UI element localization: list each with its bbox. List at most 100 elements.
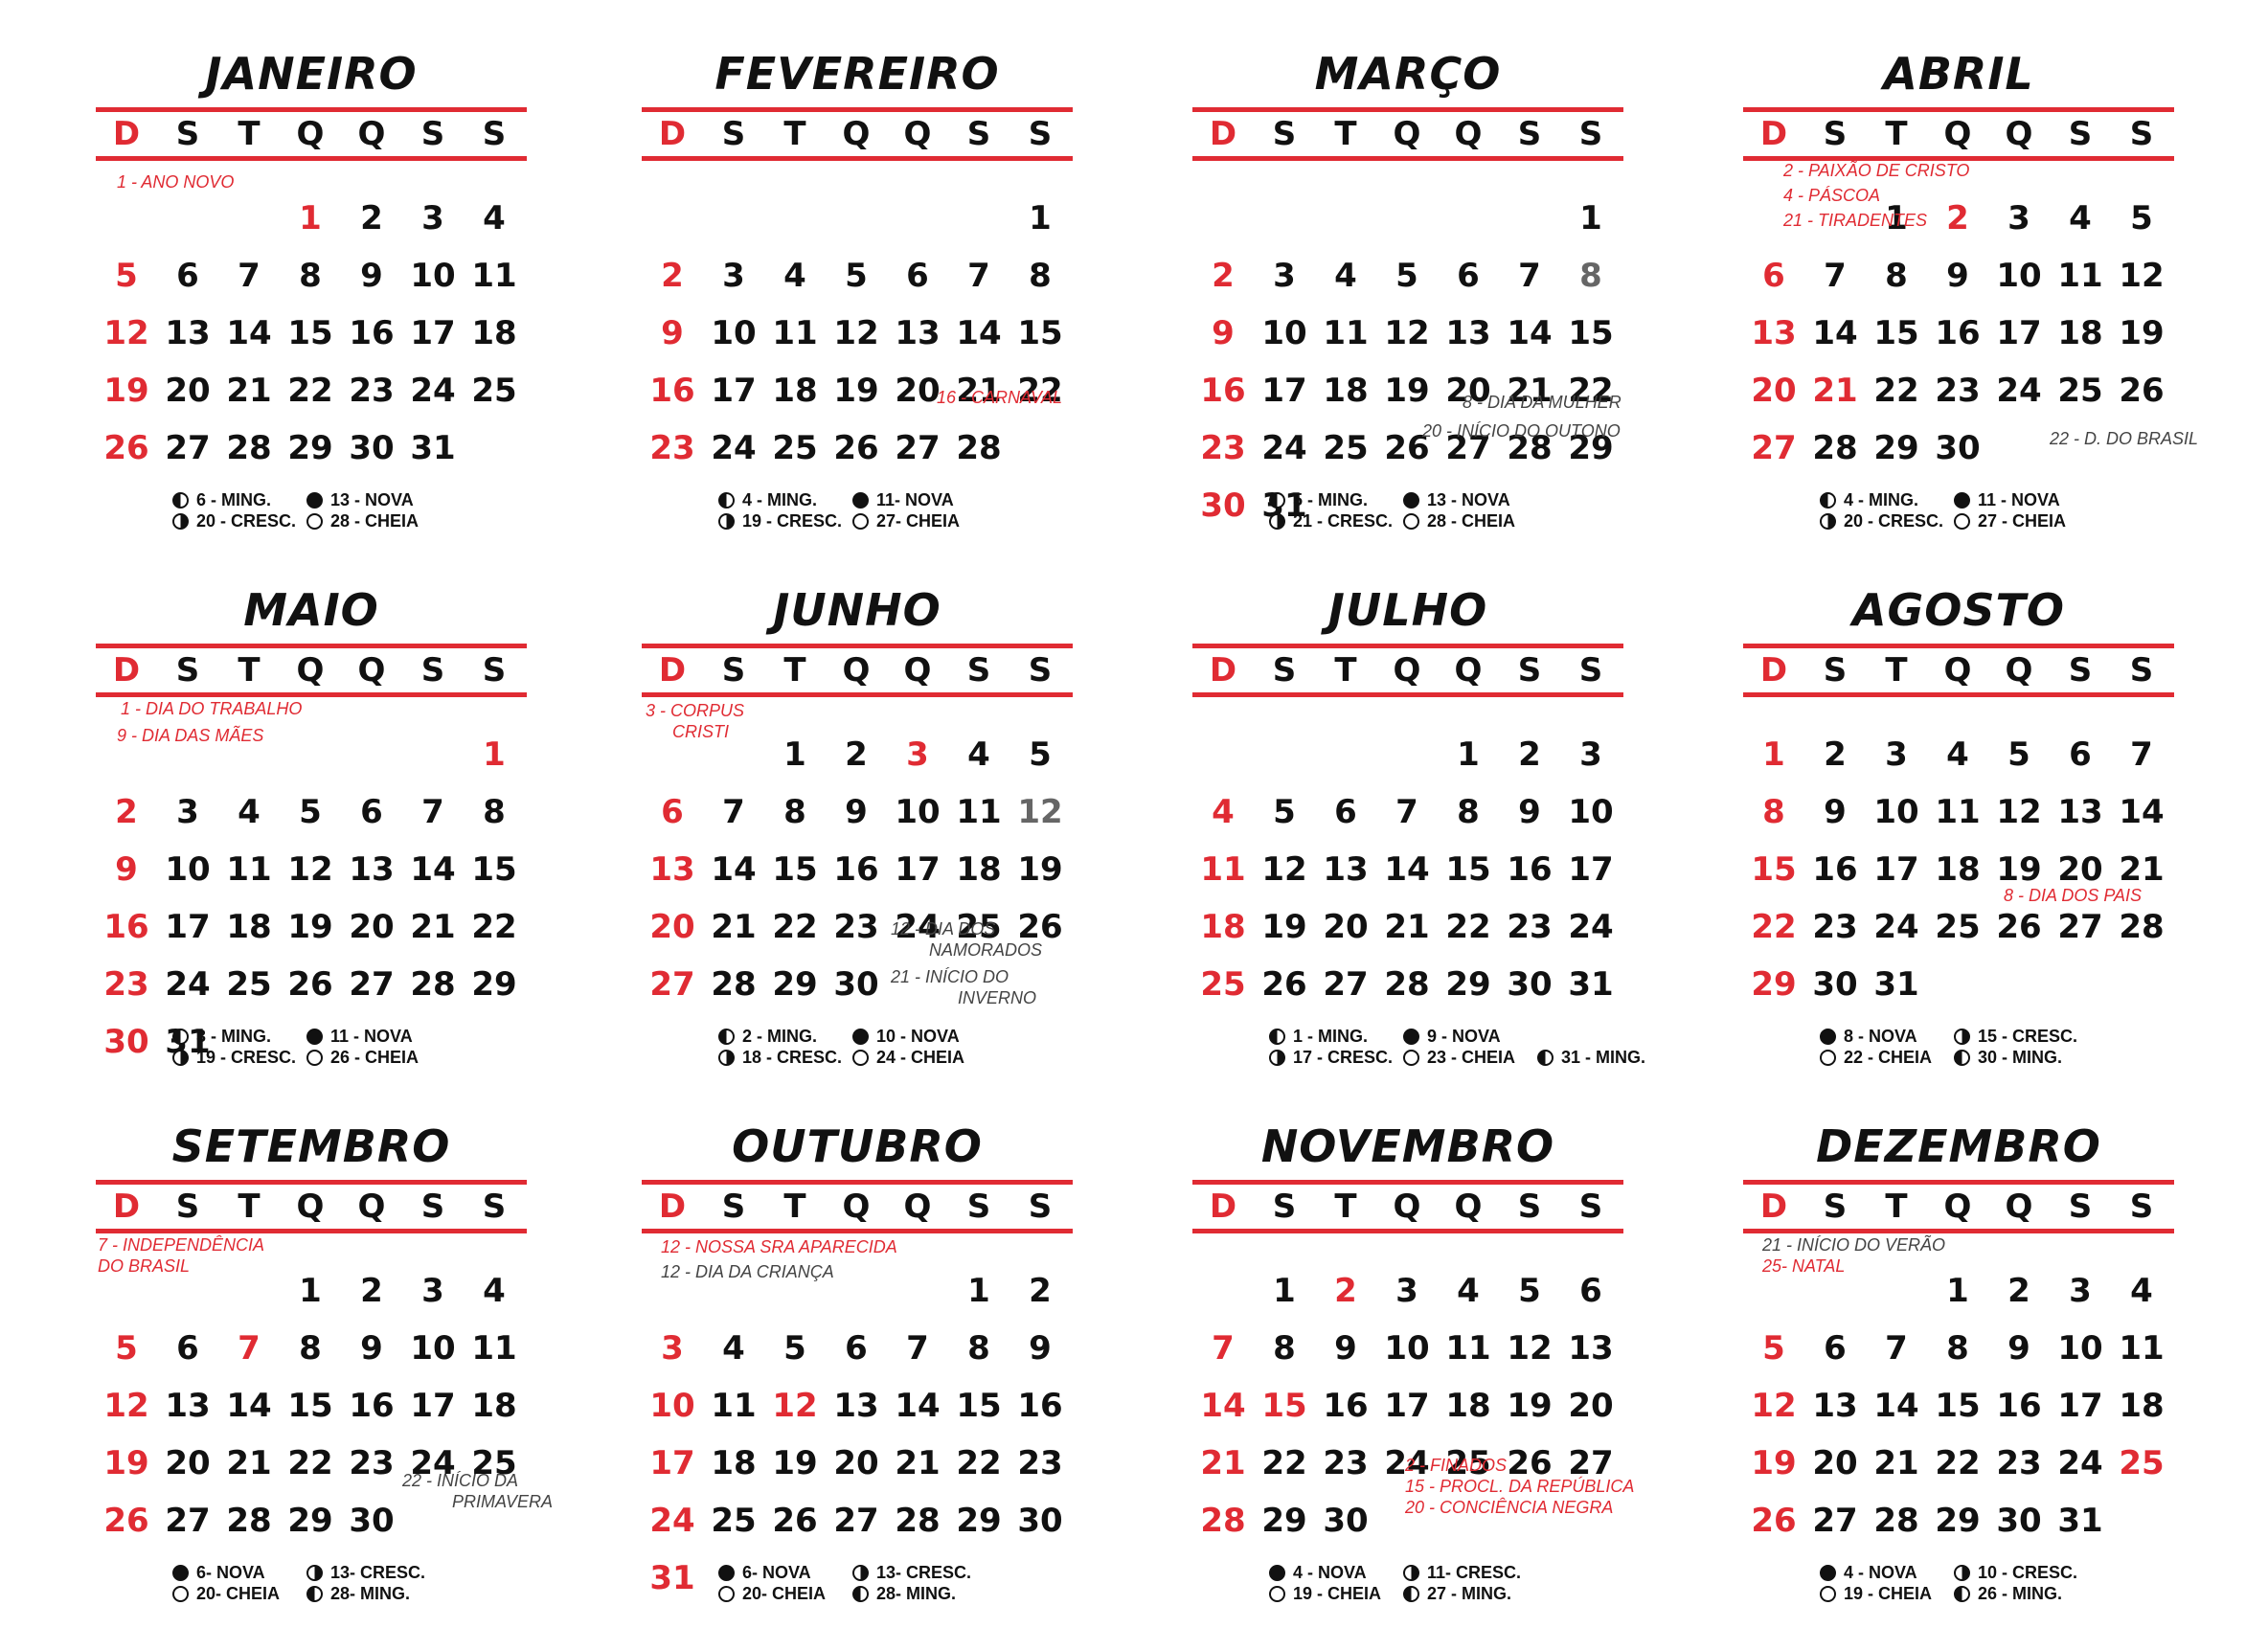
day-cell: 1 — [1946, 1272, 1969, 1310]
weekday-label: S — [2068, 115, 2093, 153]
day-cell: 15 — [1568, 314, 1614, 352]
day-cell: 8 — [1273, 1329, 1296, 1368]
day-cell: 9 — [115, 850, 138, 889]
header-rule — [1192, 156, 1623, 161]
last-quarter-moon-icon — [1820, 492, 1836, 509]
moon-phase-item: 8 - NOVA — [1820, 1025, 1917, 1048]
day-cell: 23 — [349, 1444, 395, 1482]
day-cell: 15 — [1017, 314, 1063, 352]
day-cell: 22 — [1261, 1444, 1307, 1482]
day-cell: 11 — [1445, 1329, 1491, 1368]
day-cell: 26 — [833, 429, 879, 467]
day-cell: 2 — [845, 735, 868, 774]
first-quarter-moon-icon — [1954, 1565, 1970, 1581]
first-quarter-moon-icon — [1269, 513, 1285, 530]
day-cell: 28 — [956, 429, 1002, 467]
day-cell: 7 — [1824, 257, 1847, 295]
day-cell: 18 — [1323, 372, 1369, 410]
weekday-label: Q — [1943, 115, 1972, 153]
day-cell: 13 — [895, 314, 941, 352]
day-cell: 24 — [1261, 429, 1307, 467]
day-cell: 26 — [2119, 372, 2165, 410]
day-cell: 3 — [421, 199, 444, 237]
day-cell: 6 — [661, 793, 684, 831]
day-cell: 2 — [661, 257, 684, 295]
day-cell: 17 — [1996, 314, 2042, 352]
weekday-label: T — [1885, 651, 1908, 690]
day-cell: 12 — [103, 1387, 149, 1425]
moon-phase-item: 6 - MING. — [172, 488, 271, 511]
day-cell: 5 — [115, 1329, 138, 1368]
month-title: MAIO — [243, 584, 379, 636]
day-cell: 24 — [649, 1502, 695, 1540]
day-cell: 2 — [360, 1272, 383, 1310]
moon-phase-item: 17 - CRESC. — [1269, 1046, 1393, 1069]
weekday-label: Q — [357, 115, 386, 153]
weekday-label: T — [238, 1187, 261, 1226]
weekday-label: S — [1272, 651, 1297, 690]
moon-phase-item: 3 - MING. — [172, 1025, 271, 1048]
event-note: 7 - INDEPENDÊNCIA — [98, 1235, 265, 1255]
weekday-label: Q — [1943, 651, 1972, 690]
day-cell: 9 — [1029, 1329, 1052, 1368]
moon-phase-label: 19 - CHEIA — [1844, 1584, 1933, 1603]
day-cell: 31 — [410, 429, 456, 467]
weekday-label: Q — [842, 1187, 871, 1226]
day-cell: 15 — [1261, 1387, 1307, 1425]
day-cell: 14 — [1384, 850, 1430, 889]
last-quarter-moon-icon — [718, 1029, 735, 1045]
day-cell: 20 — [1323, 908, 1369, 946]
day-cell: 16 — [1200, 372, 1246, 410]
moon-phase-item: 11 - NOVA — [306, 1025, 413, 1048]
moon-phase-item: 21 - CRESC. — [1269, 509, 1393, 532]
day-cell: 23 — [649, 429, 695, 467]
day-cell: 23 — [1017, 1444, 1063, 1482]
weekday-label: S — [1272, 115, 1297, 153]
moon-phase-item: 11 - NOVA — [1954, 488, 2060, 511]
moon-phase-item: 31 - MING. — [1537, 1046, 1645, 1069]
full-moon-icon — [172, 1586, 189, 1602]
full-moon-icon — [852, 1050, 869, 1066]
last-quarter-moon-icon — [172, 1029, 189, 1045]
moon-phase-label: 20- CHEIA — [196, 1584, 281, 1603]
moon-phase-label: 20- CHEIA — [742, 1584, 827, 1603]
day-cell: 1 — [299, 1272, 322, 1310]
weekday-label: D — [1759, 115, 1788, 153]
day-cell: 5 — [1029, 735, 1052, 774]
day-cell: 7 — [421, 793, 444, 831]
day-cell: 25 — [1935, 908, 1981, 946]
day-cell: 6 — [1824, 1329, 1847, 1368]
full-moon-icon — [1269, 1586, 1285, 1602]
day-cell: 30 — [1996, 1502, 2042, 1540]
weekday-label: Q — [296, 1187, 325, 1226]
weekday-label: T — [1334, 651, 1357, 690]
new-moon-icon — [1954, 492, 1970, 509]
day-cell: 15 — [1751, 850, 1797, 889]
day-cell: 21 — [1507, 372, 1553, 410]
moon-phase-item: 11- NOVA — [852, 488, 954, 511]
weekday-label: S — [1517, 651, 1542, 690]
day-cell: 11 — [2119, 1329, 2165, 1368]
day-cell: 18 — [226, 908, 272, 946]
moon-phase-item: 27 - CHEIA — [1954, 509, 2066, 532]
day-cell: 29 — [1935, 1502, 1981, 1540]
day-cell: 16 — [349, 1387, 395, 1425]
day-cell: 11 — [226, 850, 272, 889]
weekday-label: S — [966, 651, 991, 690]
day-cell: 7 — [238, 257, 261, 295]
day-cell: 22 — [287, 1444, 333, 1482]
day-cell: 20 — [833, 1444, 879, 1482]
day-cell: 18 — [772, 372, 818, 410]
header-rule — [96, 644, 527, 648]
day-cell: 26 — [1507, 1444, 1553, 1482]
day-cell: 20 — [1751, 372, 1797, 410]
event-note: 2 - PAIXÃO DE CRISTO — [1783, 161, 1970, 180]
day-cell: 15 — [956, 1387, 1002, 1425]
full-moon-icon — [852, 513, 869, 530]
moon-phase-item: 26 - MING. — [1954, 1582, 2062, 1605]
day-cell: 5 — [1395, 257, 1418, 295]
day-cell: 28 — [1200, 1502, 1246, 1540]
day-cell: 29 — [1261, 1502, 1307, 1540]
